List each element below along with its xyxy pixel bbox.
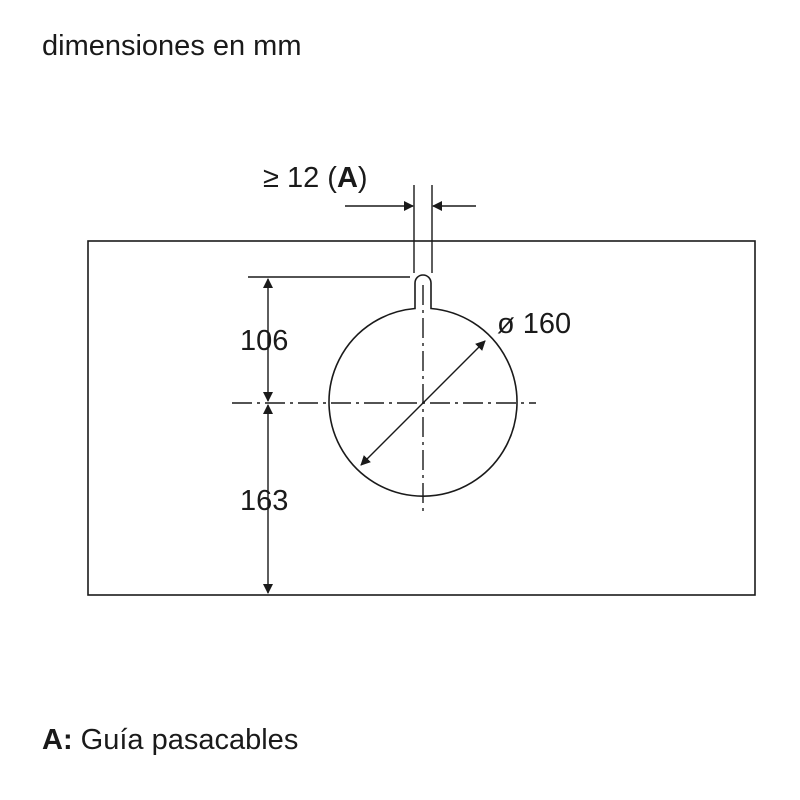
upper-height-label: 106 [240,325,288,357]
slot-width-label: ≥ 12 (A) [263,162,368,194]
legend-key: A: [42,724,73,756]
diameter-label: ø 160 [497,308,571,340]
panel-outline [87,240,756,596]
units-caption: dimensiones en mm [42,30,302,62]
diameter-dimension-line [360,340,486,466]
lower-height-label: 163 [240,485,288,517]
legend: A: Guía pasacables [42,724,298,757]
cutout-keyhole-shape [328,274,518,497]
legend-text: Guía pasacables [80,724,299,756]
